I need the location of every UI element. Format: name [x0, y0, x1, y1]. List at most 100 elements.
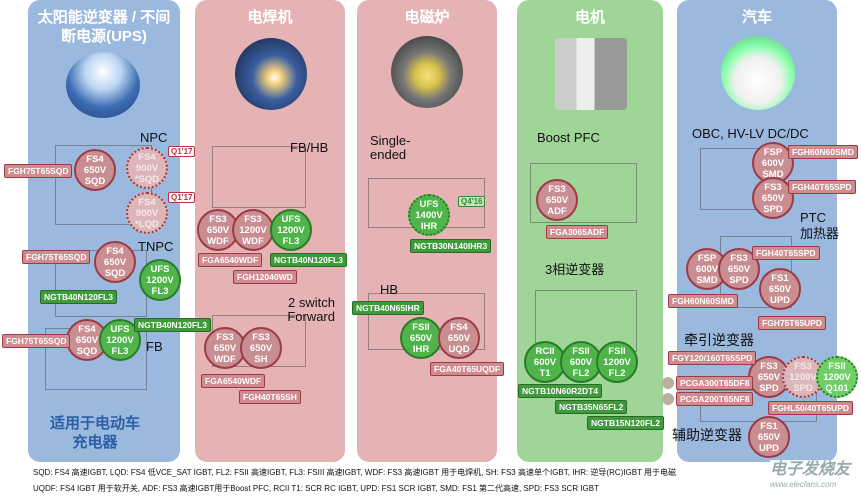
device-family: FSII [608, 345, 626, 357]
device-family: FS3 [548, 183, 566, 195]
release-tag: Q1'17 [168, 192, 196, 203]
text-line: PTC [800, 210, 826, 225]
part-number-label: NGTB40N120FL3 [134, 318, 211, 332]
device-type: FL3 [151, 285, 169, 297]
part-number-label: FGH40T65SH [239, 390, 301, 404]
part-number-label: NGTB40N120FL3 [270, 253, 347, 267]
device-type: FL3 [282, 235, 300, 247]
device-family: FS1 [760, 420, 778, 432]
device-family: FS3 [764, 181, 782, 193]
device-voltage: 600V [533, 356, 557, 368]
device-voltage: 650V [761, 192, 785, 204]
part-number-label: NGTB40N65IHR [352, 301, 424, 315]
part-number-label: FGY120/160T65SPD [668, 351, 757, 365]
watermark-logo: 电子发烧友 www.elecfans.com [770, 460, 861, 498]
part-number-label: FGHL50/40T65UPD [768, 401, 853, 415]
panel-induction-cooker: 电磁炉 [357, 0, 497, 462]
panel-title: 太阳能逆变器 / 不间断电源(UPS) [37, 9, 171, 45]
part-number-label: NGTB15N120FL2 [587, 416, 664, 430]
device-type: Q101 [825, 382, 849, 394]
appliances-image [555, 38, 627, 110]
part-number-label: NGTB35N65FL2 [555, 400, 628, 414]
cooker-image [391, 36, 463, 108]
part-number-label: FGH75T65SQD [2, 334, 71, 348]
release-tag: Q4'16 [458, 196, 486, 207]
device-type: ADF [547, 205, 567, 217]
text-line: Forward [287, 309, 335, 324]
part-number-label: NGTB30N140IHR3 [410, 239, 492, 253]
topology-label-obc: OBC, HV-LV DC/DC [692, 126, 809, 141]
device-voltage: 900V [135, 162, 159, 174]
device-family: RCII [535, 345, 555, 357]
device-type: UQD [448, 343, 470, 355]
device-family: FS3 [216, 331, 234, 343]
device-voltage: 600V [569, 356, 593, 368]
device-voltage: 650V [83, 164, 107, 176]
text-line: 加热器 [800, 226, 840, 241]
device-family: FS3 [794, 360, 812, 372]
device-voltage: 1200V [823, 371, 851, 383]
topology-label-single-ended: Single-ended [370, 134, 410, 162]
device-voltage: 1200V [603, 356, 631, 368]
part-number-label: FGA6540WDF [198, 253, 263, 267]
device-type: WDF [214, 353, 236, 365]
part-number-label: FGH12040WD [233, 270, 297, 284]
device-family: FSII [828, 360, 846, 372]
device-family: FS4 [138, 151, 156, 163]
release-tag: Q1'17 [168, 146, 196, 157]
device-voltage: 1200V [106, 334, 134, 346]
device-type: SPD [763, 203, 783, 215]
text-line: ended [370, 147, 407, 162]
device-family: FSII [412, 321, 430, 333]
device-family: FSP [697, 252, 717, 264]
device-voltage: 900V [135, 207, 159, 219]
device-type: *LQD [135, 218, 159, 230]
circuit-schematic [530, 163, 637, 223]
panel-title: 电机 [574, 9, 605, 26]
topology-label-fb: FB [146, 339, 163, 354]
part-number-label: FGH60N60SMD [668, 294, 738, 308]
topology-label-tnpc: TNPC [138, 239, 174, 254]
device-voltage: 650V [206, 224, 230, 236]
device-type: SQD [104, 267, 126, 279]
device-voltage: 650V [757, 431, 781, 443]
part-number-label: FGH75T65SQD [22, 250, 91, 264]
device-voltage: 650V [103, 256, 127, 268]
device-family: FS3 [730, 252, 748, 264]
device-voltage: 650V [768, 283, 792, 295]
device-voltage: 1400V [415, 209, 443, 221]
circuit-schematic [212, 146, 306, 208]
caption-line: 充电器 [72, 434, 118, 451]
watermark-url: www.elecfans.com [770, 480, 837, 489]
topology-label-fbhb: FB/HB [290, 140, 329, 155]
module-icon [662, 377, 674, 389]
device-family: FS3 [760, 360, 778, 372]
device-family: FS3 [209, 213, 227, 225]
text-line: Single- [370, 133, 411, 148]
device-voltage: 650V [409, 332, 433, 344]
device-type: IHR [412, 343, 430, 355]
device-type: FL2 [608, 367, 626, 379]
device-type: UPD [758, 442, 780, 454]
part-number-label: FGH40T65SPD [752, 246, 820, 260]
solar-panel-image [66, 52, 140, 118]
part-number-label: FGA40T65UQDF [430, 362, 505, 376]
device-voltage: 600V [761, 157, 785, 169]
welding-image [235, 38, 307, 110]
watermark-text: 电子发烧友 [770, 461, 851, 478]
device-type: WDF [207, 235, 229, 247]
part-number-label: NGTB40N120FL3 [40, 290, 117, 304]
